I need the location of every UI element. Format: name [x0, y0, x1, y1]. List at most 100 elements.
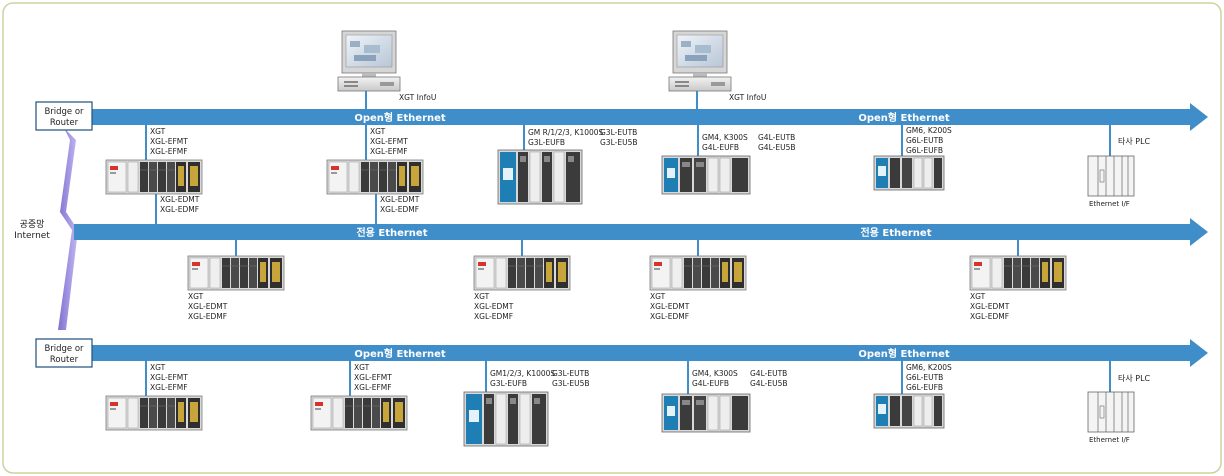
- svg-text:XGT: XGT: [474, 292, 490, 301]
- gm-bottom-labels: GM1/2/3, K1000S G3L-EUFB G3L-EUTB G3L-EU…: [490, 369, 589, 388]
- svg-text:Ethernet I/F: Ethernet I/F: [1089, 200, 1130, 208]
- svg-text:XGL-EDMT: XGL-EDMT: [474, 302, 514, 311]
- svg-text:GM R/1/2/3, K1000S: GM R/1/2/3, K1000S: [528, 128, 604, 137]
- svg-text:GM4, K300S: GM4, K300S: [702, 133, 748, 142]
- svg-text:G3L-EUTB: G3L-EUTB: [552, 369, 589, 378]
- svg-text:G4L-EUTB: G4L-EUTB: [750, 369, 787, 378]
- svg-text:타사 PLC: 타사 PLC: [1118, 137, 1151, 146]
- svg-text:GM4, K300S: GM4, K300S: [692, 369, 738, 378]
- svg-text:XGL-EFMT: XGL-EFMT: [354, 373, 392, 382]
- xgt-bottom-2-labels: XGT XGL-EFMT XGL-EFMF: [354, 363, 392, 392]
- bridge-router-bottom: Bridge or Router: [35, 338, 93, 368]
- svg-text:타사 PLC: 타사 PLC: [1118, 374, 1151, 383]
- svg-text:G4L-EUFB: G4L-EUFB: [702, 143, 739, 152]
- svg-text:XGL-EDMT: XGL-EDMT: [650, 302, 690, 311]
- xgt-plc-bottom-1: [105, 395, 203, 431]
- gm-top-labels: GM R/1/2/3, K1000S G3L-EUFB G3L-EUTB G3L…: [528, 128, 637, 147]
- svg-text:XGL-EDMF: XGL-EDMF: [970, 312, 1009, 321]
- svg-text:G6L-EUFB: G6L-EUFB: [906, 146, 943, 155]
- gm6-top-labels: GM6, K200S G6L-EUTB G6L-EUFB: [906, 126, 952, 155]
- svg-text:G3L-EUFB: G3L-EUFB: [528, 138, 565, 147]
- svg-text:XGT: XGT: [650, 292, 666, 301]
- xgt-plc-mid-4: [969, 255, 1067, 291]
- svg-text:XGT: XGT: [970, 292, 986, 301]
- svg-text:G3L-EU5B: G3L-EU5B: [600, 138, 637, 147]
- svg-text:XGT: XGT: [150, 363, 166, 372]
- public-network-label-2: Internet: [14, 231, 50, 241]
- bridge-bottom-line2: Router: [50, 355, 79, 365]
- bus-dedicated-label-1: 전용 Ethernet: [356, 226, 427, 239]
- svg-text:G3L-EUTB: G3L-EUTB: [600, 128, 637, 137]
- bus-open-top-label-1: Open형 Ethernet: [354, 111, 446, 124]
- bus-open-top-label-2: Open형 Ethernet: [858, 111, 950, 124]
- svg-text:XGT: XGT: [370, 127, 386, 136]
- svg-text:XGL-EFMF: XGL-EFMF: [150, 147, 188, 156]
- gm6-plc-bottom: [873, 393, 945, 429]
- pc-workstation-1: [337, 30, 401, 92]
- gm4-bottom-labels: GM4, K300S G4L-EUFB G4L-EUTB G4L-EU5B: [692, 369, 787, 388]
- gm6-bottom-labels: GM6, K200S G6L-EUTB G6L-EUFB: [906, 363, 952, 392]
- svg-text:XGL-EDMF: XGL-EDMF: [188, 312, 227, 321]
- svg-text:XGL-EDMF: XGL-EDMF: [474, 312, 513, 321]
- svg-text:GM6, K200S: GM6, K200S: [906, 363, 952, 372]
- svg-text:XGL-EDMT: XGL-EDMT: [380, 195, 420, 204]
- bridge-router-top: Bridge or Router: [35, 101, 93, 131]
- xgt-plc-bottom-2: [310, 395, 408, 431]
- pc-1-label: XGT InfoU: [399, 93, 436, 102]
- svg-text:XGL-EDMF: XGL-EDMF: [160, 205, 199, 214]
- svg-text:G6L-EUTB: G6L-EUTB: [906, 136, 943, 145]
- gm6-plc-top: [873, 155, 945, 191]
- xgt-top-1-labels: XGT XGL-EFMT XGL-EFMF XGL-EDMT XGL-EDMF: [150, 127, 200, 214]
- xgt-top-2-labels: XGT XGL-EFMT XGL-EFMF XGL-EDMT XGL-EDMF: [370, 127, 420, 214]
- svg-text:G4L-EUFB: G4L-EUFB: [692, 379, 729, 388]
- pc-2-label: XGT InfoU: [729, 93, 766, 102]
- bus-open-bottom-label-2: Open형 Ethernet: [858, 347, 950, 360]
- svg-text:XGL-EFMF: XGL-EFMF: [354, 383, 392, 392]
- svg-text:XGL-EFMT: XGL-EFMT: [370, 137, 408, 146]
- bridge-bottom-line1: Bridge or: [44, 344, 84, 354]
- bridge-top-line1: Bridge or: [44, 107, 84, 117]
- other-plc-top: [1087, 155, 1135, 197]
- gm4-top-labels: GM4, K300S G4L-EUFB G4L-EUTB G4L-EU5B: [702, 133, 795, 152]
- svg-text:G3L-EUFB: G3L-EUFB: [490, 379, 527, 388]
- svg-text:G4L-EU5B: G4L-EU5B: [758, 143, 795, 152]
- xgt-mid-1-labels: XGT XGL-EDMT XGL-EDMF: [188, 292, 228, 321]
- xgt-mid-2-labels: XGT XGL-EDMT XGL-EDMF: [474, 292, 514, 321]
- svg-text:XGL-EDMF: XGL-EDMF: [380, 205, 419, 214]
- xgt-plc-mid-1: [187, 255, 285, 291]
- svg-text:XGL-EDMT: XGL-EDMT: [970, 302, 1010, 311]
- other-plc-bottom-labels: 타사 PLC Ethernet I/F: [1089, 374, 1151, 444]
- gm-plc-bottom-1: [463, 391, 549, 447]
- other-plc-bottom: [1087, 391, 1135, 433]
- xgt-bottom-1-labels: XGT XGL-EFMT XGL-EFMF: [150, 363, 188, 392]
- xgt-plc-mid-2: [473, 255, 571, 291]
- bus-open-bottom-label-1: Open형 Ethernet: [354, 347, 446, 360]
- pc-workstation-2: [668, 30, 732, 92]
- bus-dedicated-label-2: 전용 Ethernet: [860, 226, 931, 239]
- bus-open-top: [92, 103, 1208, 131]
- svg-text:XGL-EFMF: XGL-EFMF: [150, 383, 188, 392]
- svg-text:G4L-EUTB: G4L-EUTB: [758, 133, 795, 142]
- svg-text:XGT: XGT: [188, 292, 204, 301]
- svg-text:Ethernet I/F: Ethernet I/F: [1089, 436, 1130, 444]
- svg-text:G3L-EU5B: G3L-EU5B: [552, 379, 589, 388]
- xgt-mid-4-labels: XGT XGL-EDMT XGL-EDMF: [970, 292, 1010, 321]
- svg-text:XGL-EFMT: XGL-EFMT: [150, 137, 188, 146]
- svg-text:GM1/2/3, K1000S: GM1/2/3, K1000S: [490, 369, 555, 378]
- bridge-top-line2: Router: [50, 118, 79, 128]
- svg-text:XGL-EDMT: XGL-EDMT: [160, 195, 200, 204]
- svg-text:G4L-EU5B: G4L-EU5B: [750, 379, 787, 388]
- xgt-plc-top-2: [326, 159, 424, 195]
- gm4-plc-top: [661, 155, 751, 195]
- gm4-plc-bottom: [661, 393, 751, 433]
- xgt-plc-mid-3: [649, 255, 747, 291]
- svg-text:XGT: XGT: [354, 363, 370, 372]
- svg-text:XGL-EFMF: XGL-EFMF: [370, 147, 408, 156]
- svg-text:GM6, K200S: GM6, K200S: [906, 126, 952, 135]
- bus-open-bottom: [92, 339, 1208, 367]
- svg-text:XGL-EFMT: XGL-EFMT: [150, 373, 188, 382]
- svg-text:G6L-EUTB: G6L-EUTB: [906, 373, 943, 382]
- xgt-plc-top-1: [105, 159, 203, 195]
